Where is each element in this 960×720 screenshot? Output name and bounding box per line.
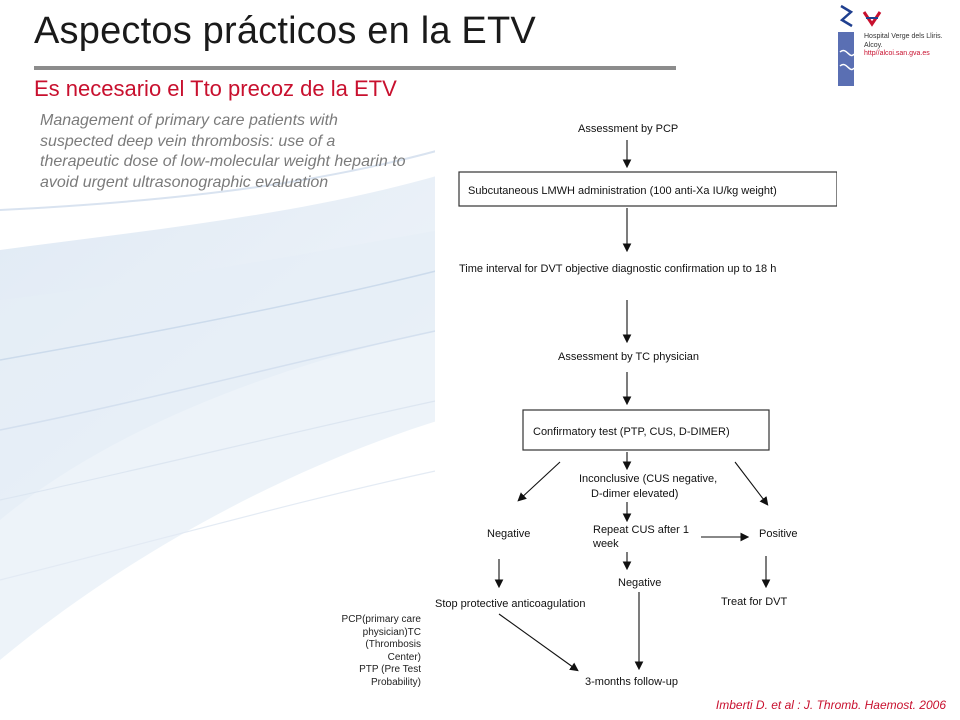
abbrev-line: physician)TC [362,626,421,638]
hospital-logo [832,2,860,88]
hospital-url[interactable]: http//alcoi.san.gva.es [864,50,930,57]
node-repeat-line1: Repeat CUS after 1 [593,524,689,536]
node-lmwh: Subcutaneous LMWH administration (100 an… [468,185,777,197]
flowchart-figure: Assessment by PCP Subcutaneous LMWH admi… [435,104,837,692]
node-positive: Positive [759,528,798,540]
node-followup: 3-months follow-up [585,676,678,688]
title-underline [34,66,676,70]
node-stop-anticoagulation: Stop protective anticoagulation [435,598,585,610]
study-description: Management of primary care patients with… [40,112,406,191]
node-assessment-pcp: Assessment by PCP [578,123,678,135]
node-inconclusive-line2: D-dimer elevated) [591,488,678,500]
abbrev-line: Probability) [370,676,421,688]
node-inconclusive-line1: Inconclusive (CUS negative, [579,473,717,485]
slide-title: Aspectos prácticos en la ETV [34,10,536,52]
node-assessment-tc: Assessment by TC physician [558,351,699,363]
box-confirmatory [522,409,770,451]
node-confirmatory: Confirmatory test (PTP, CUS, D-DIMER) [533,426,730,438]
hospital-city: Alcoy. [864,41,883,49]
hospital-name: Hospital Verge dels Lliris. [864,33,943,40]
gva-logo [862,11,882,27]
node-negative-2: Negative [618,577,661,589]
node-treat-dvt: Treat for DVT [721,596,787,608]
flowchart: Assessment by PCP Subcutaneous LMWH admi… [435,123,837,688]
arrow-confirm-to-positive [734,461,769,506]
abbrev-line: Center) [387,651,421,663]
abbrev-line: (Thrombosis [365,639,421,650]
arrow-confirm-to-negative [517,461,561,502]
abbreviations-note: PCP(primary care physician)TC (Thrombosi… [318,614,421,689]
citation: Imberti D. et al : J. Thromb. Haemost. 2… [715,698,946,712]
node-time-interval: Time interval for DVT objective diagnost… [459,263,776,275]
abbrev-line: PTP (Pre Test [359,664,421,675]
slide-subtitle: Es necesario el Tto precoz de la ETV [34,76,397,101]
hospital-info: Hospital Verge dels Lliris. Alcoy. http/… [864,33,960,59]
arrow-stop-to-followup [498,613,579,672]
abbrev-line: PCP(primary care [341,614,421,625]
node-negative: Negative [487,528,530,540]
node-repeat-line2: week [592,538,619,550]
box-lmwh [458,171,837,207]
